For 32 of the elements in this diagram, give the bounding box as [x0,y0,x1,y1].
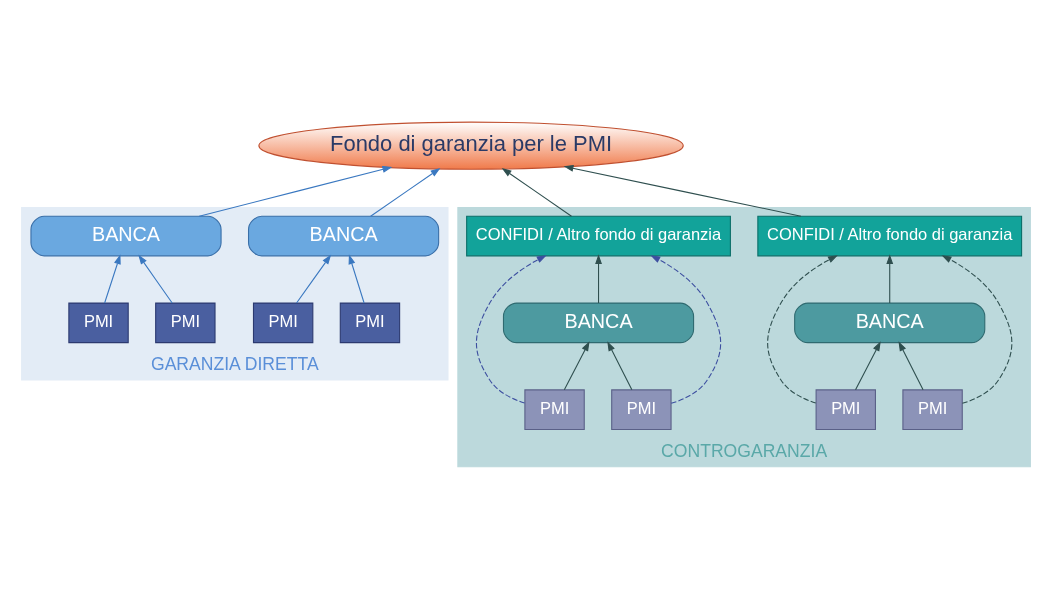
arrow [607,341,633,391]
node-box: PMI [815,389,876,430]
arrow [475,255,547,404]
arrow [198,166,393,217]
node-box: PMI [611,389,672,430]
arrow [767,255,838,404]
node-box: BANCA [30,215,222,257]
arrow [886,254,894,304]
node-box: BANCA [248,215,440,257]
arrow [898,341,924,391]
node-box: PMI [339,302,401,344]
node-box: CONFIDI / Altro fondo di garanzia [757,215,1023,257]
arrow [138,254,173,304]
arrow [650,255,722,404]
node-box: PMI [68,302,129,344]
arrow [501,167,573,217]
arrow [941,255,1013,404]
arrow [563,341,590,391]
node-box: PMI [902,389,963,430]
node-box: PMI [252,302,314,344]
node-box: BANCA [502,302,695,344]
arrow [370,167,441,217]
node-box: PMI [524,389,585,430]
arrow [296,254,332,304]
arrow [855,341,881,391]
node-box: PMI [155,302,216,344]
node-box: BANCA [794,302,986,344]
arrow [104,254,121,304]
arrow [563,164,802,217]
node-box: CONFIDI / Altro fondo di garanzia [466,215,731,257]
arrow [348,254,365,304]
arrow [595,254,602,304]
